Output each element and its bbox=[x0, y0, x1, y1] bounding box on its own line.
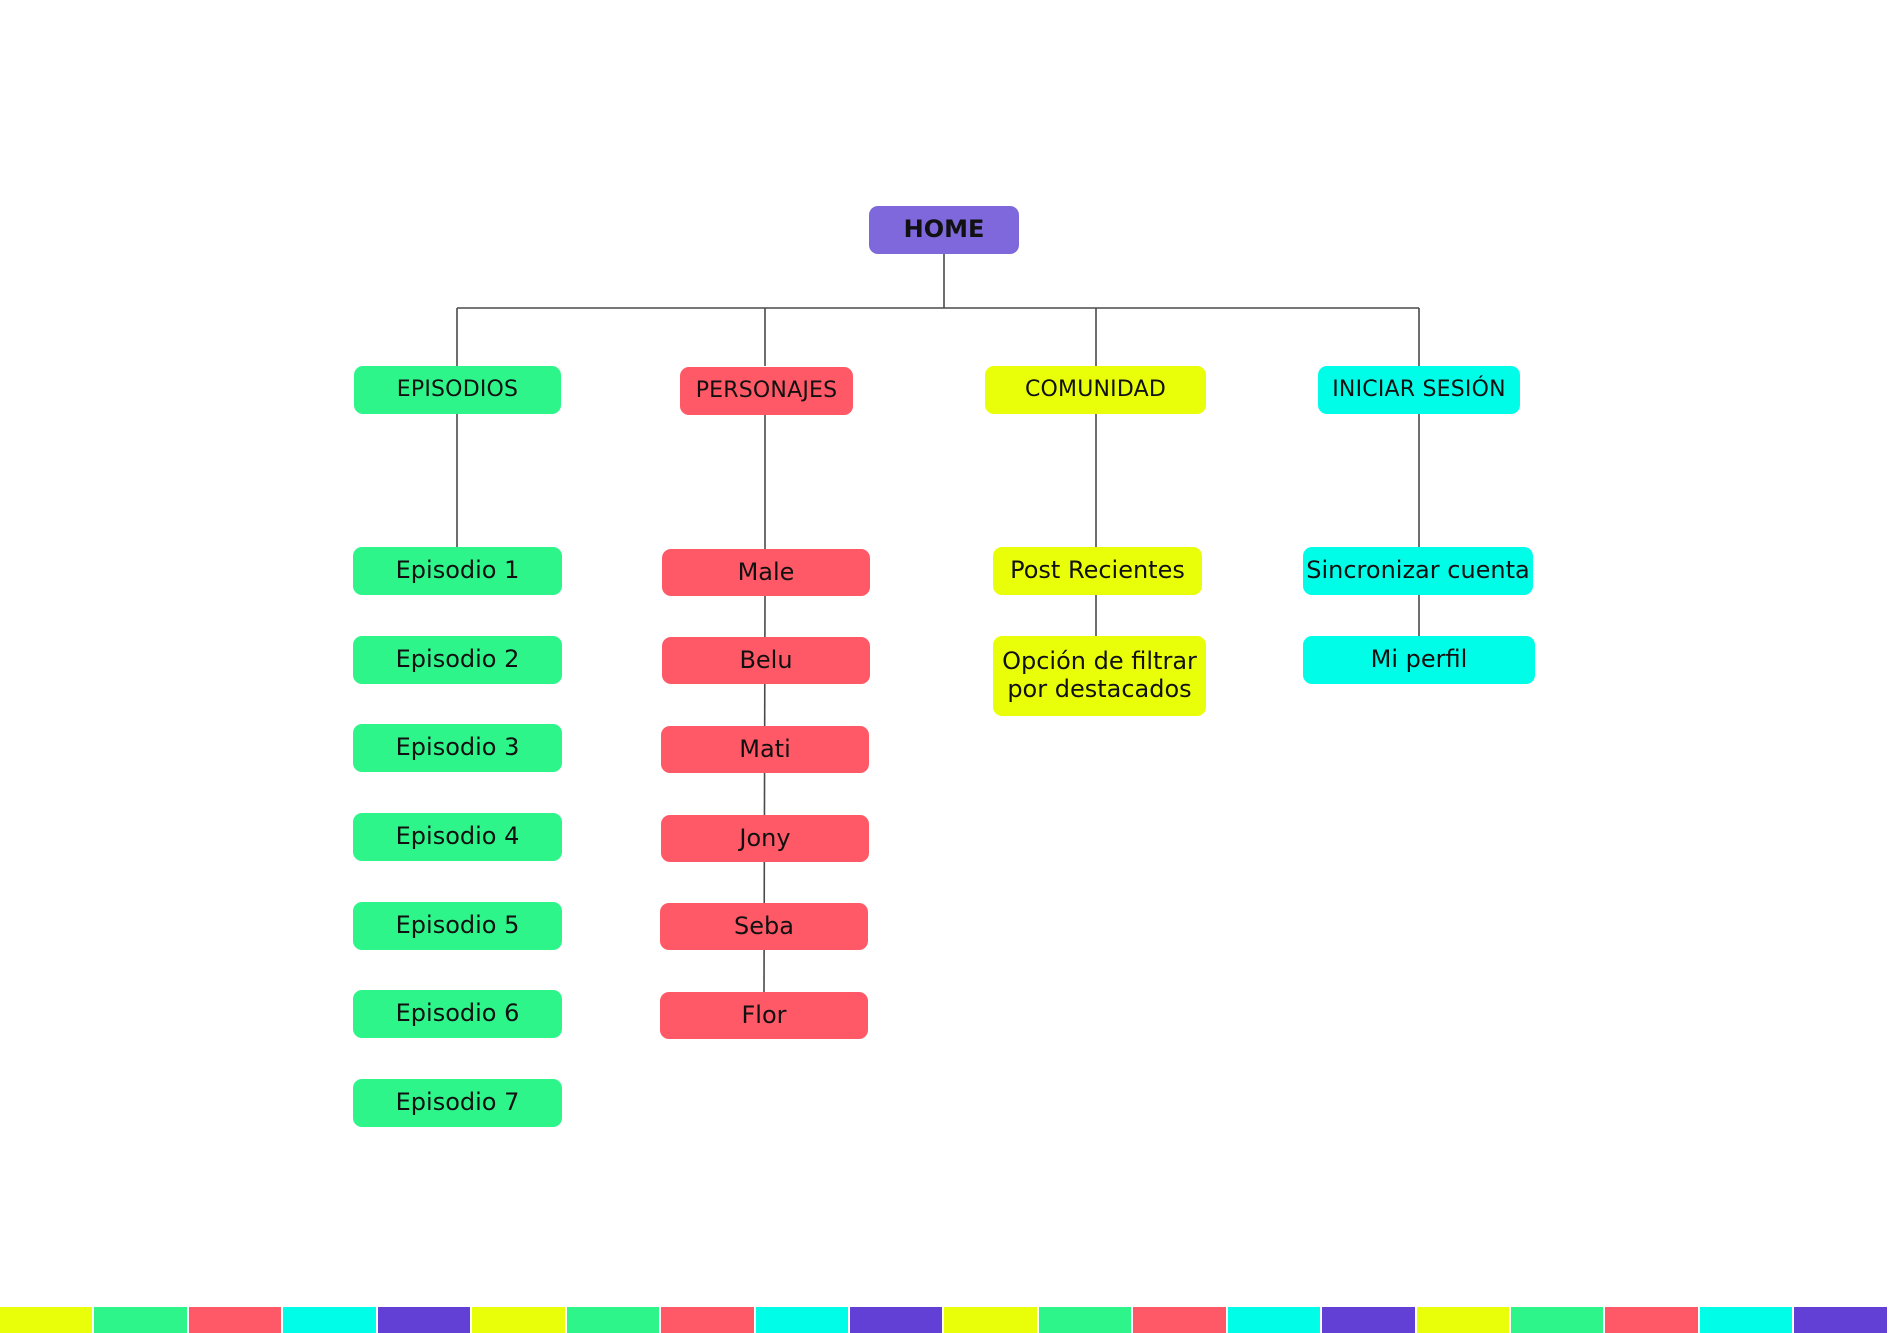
node-episodio-3: Episodio 3 bbox=[353, 724, 562, 772]
node-jony-label: Jony bbox=[739, 823, 791, 852]
stripe-segment bbox=[1227, 1307, 1321, 1333]
node-episodio-4-label: Episodio 4 bbox=[395, 822, 520, 851]
stripe-segment bbox=[94, 1307, 187, 1333]
stripe-segment bbox=[661, 1307, 754, 1333]
stripe-segment bbox=[377, 1307, 471, 1333]
node-male: Male bbox=[662, 549, 870, 596]
stripe-segment bbox=[0, 1307, 93, 1333]
stripe-segment bbox=[1416, 1307, 1509, 1333]
node-comunidad-label: COMUNIDAD bbox=[1024, 377, 1167, 403]
node-personajes: PERSONAJES bbox=[680, 367, 853, 415]
stripe-segment bbox=[566, 1307, 660, 1333]
node-episodio-4: Episodio 4 bbox=[353, 813, 562, 861]
node-jony: Jony bbox=[661, 815, 869, 862]
node-comunidad: COMUNIDAD bbox=[985, 366, 1206, 414]
node-episodio-2: Episodio 2 bbox=[353, 636, 562, 684]
node-mati: Mati bbox=[661, 726, 869, 773]
node-opcion-filtrar-label: Opción de filtrar por destacados bbox=[1002, 647, 1197, 703]
node-sincronizar-cuenta: Sincronizar cuenta bbox=[1303, 547, 1533, 595]
node-home: HOME bbox=[869, 206, 1019, 254]
node-seba-label: Seba bbox=[734, 911, 794, 940]
node-mi-perfil: Mi perfil bbox=[1303, 636, 1535, 684]
footer-color-stripe bbox=[0, 1307, 1889, 1333]
node-personajes-label: PERSONAJES bbox=[695, 378, 838, 404]
node-flor-label: Flor bbox=[741, 1000, 787, 1029]
node-home-label: HOME bbox=[903, 215, 985, 244]
stripe-segment bbox=[283, 1307, 376, 1333]
node-opcion-filtrar: Opción de filtrar por destacados bbox=[993, 636, 1206, 716]
node-post-recientes-label: Post Recientes bbox=[1010, 556, 1185, 585]
node-episodios: EPISODIOS bbox=[354, 366, 561, 414]
stripe-segment bbox=[1038, 1307, 1132, 1333]
stripe-segment bbox=[1322, 1307, 1415, 1333]
node-mi-perfil-label: Mi perfil bbox=[1370, 645, 1468, 674]
stripe-segment bbox=[1133, 1307, 1226, 1333]
node-episodio-7: Episodio 7 bbox=[353, 1079, 562, 1127]
stripe-segment bbox=[472, 1307, 565, 1333]
stripe-segment bbox=[188, 1307, 282, 1333]
stripe-segment bbox=[849, 1307, 943, 1333]
node-episodio-1-label: Episodio 1 bbox=[395, 556, 520, 585]
node-episodio-6: Episodio 6 bbox=[353, 990, 562, 1038]
node-episodio-7-label: Episodio 7 bbox=[395, 1088, 520, 1117]
node-iniciar-sesion-label: INICIAR SESIÓN bbox=[1332, 377, 1506, 403]
node-male-label: Male bbox=[737, 557, 795, 586]
stripe-segment bbox=[1605, 1307, 1698, 1333]
node-episodio-5: Episodio 5 bbox=[353, 902, 562, 950]
node-episodio-2-label: Episodio 2 bbox=[395, 645, 520, 674]
node-belu-label: Belu bbox=[739, 645, 793, 674]
node-mati-label: Mati bbox=[739, 734, 791, 763]
node-iniciar-sesion: INICIAR SESIÓN bbox=[1318, 366, 1520, 414]
node-post-recientes: Post Recientes bbox=[993, 547, 1202, 595]
node-flor: Flor bbox=[660, 992, 868, 1039]
node-episodio-5-label: Episodio 5 bbox=[395, 911, 520, 940]
stripe-segment bbox=[1794, 1307, 1887, 1333]
node-sincronizar-cuenta-label: Sincronizar cuenta bbox=[1306, 556, 1530, 585]
stripe-segment bbox=[755, 1307, 848, 1333]
node-episodio-1: Episodio 1 bbox=[353, 547, 562, 595]
node-episodios-label: EPISODIOS bbox=[396, 377, 519, 403]
stripe-segment bbox=[944, 1307, 1037, 1333]
node-seba: Seba bbox=[660, 903, 868, 950]
stripe-segment bbox=[1699, 1307, 1793, 1333]
node-episodio-6-label: Episodio 6 bbox=[395, 999, 520, 1028]
stripe-segment bbox=[1511, 1307, 1604, 1333]
node-episodio-3-label: Episodio 3 bbox=[395, 733, 520, 762]
node-belu: Belu bbox=[662, 637, 870, 684]
